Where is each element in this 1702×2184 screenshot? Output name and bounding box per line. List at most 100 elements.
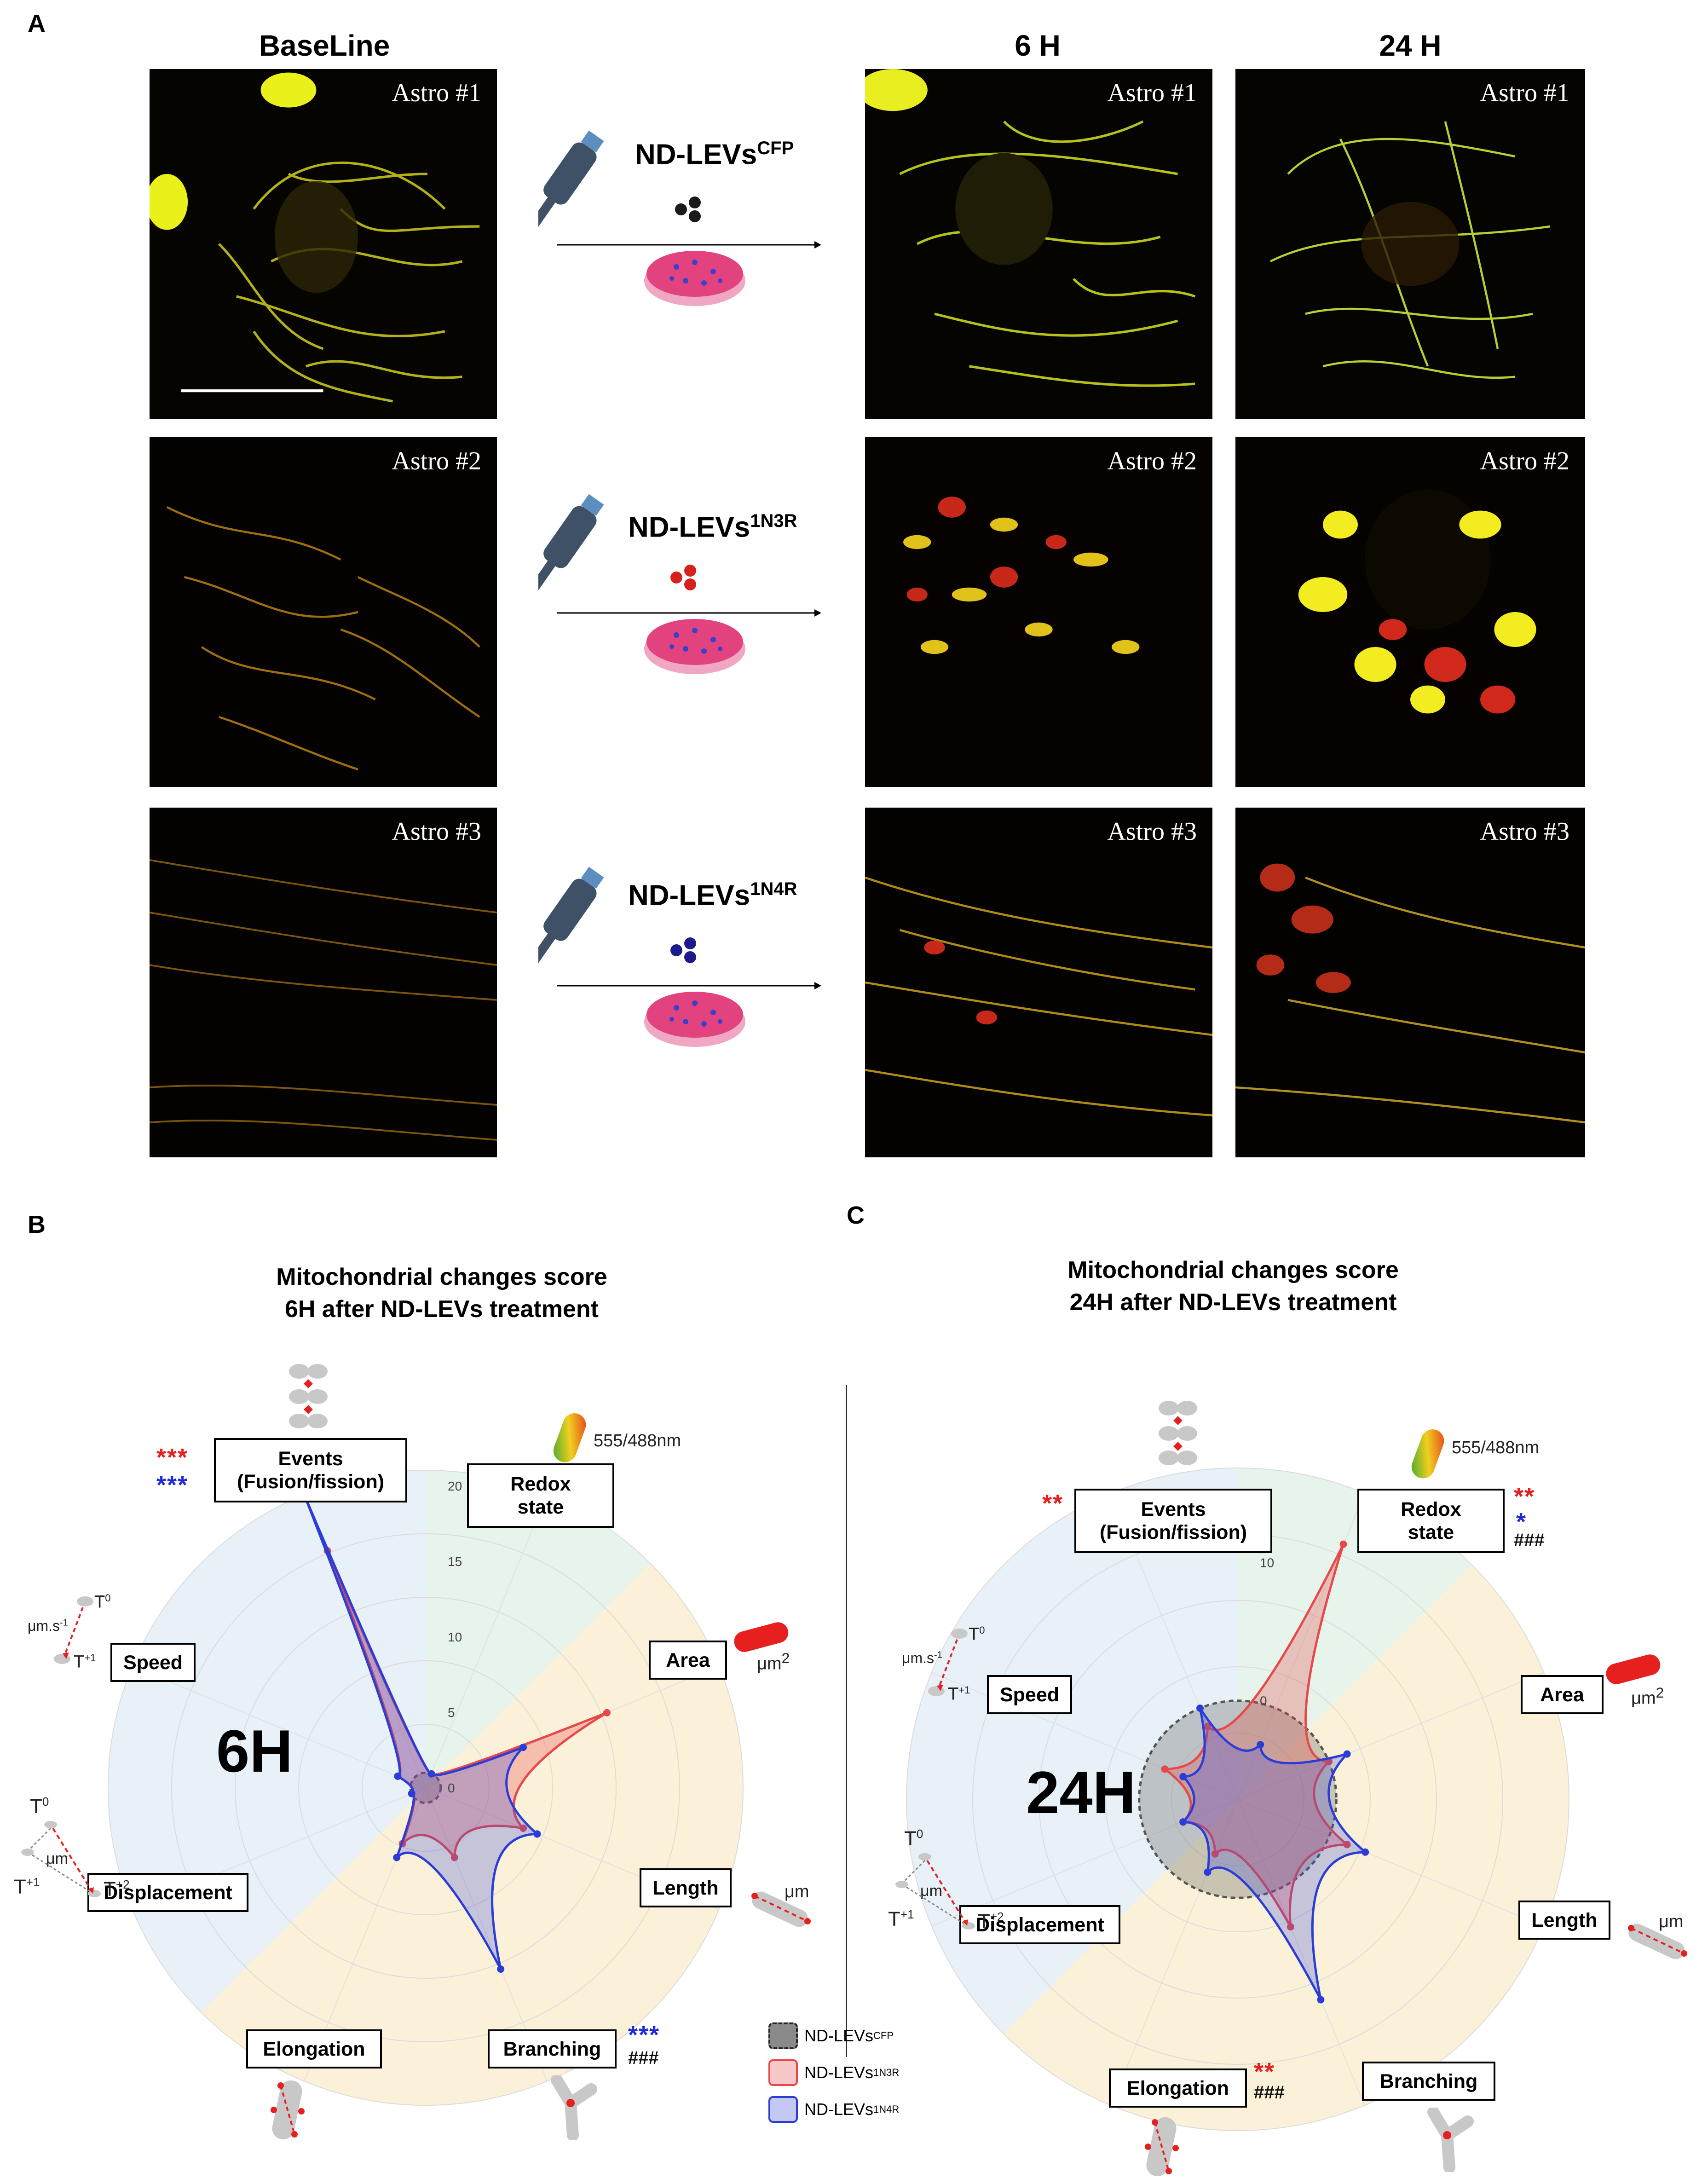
radar-point (1339, 1540, 1347, 1548)
astro-label: Astro #2 (1107, 447, 1197, 475)
axis-events: Events(Fusion/fission) (214, 1438, 407, 1502)
significance-stars-red: ** (1514, 1483, 1535, 1510)
radar-point (1257, 1741, 1264, 1749)
radar-gridline (1171, 1733, 1304, 1866)
radar-spoke (1237, 1672, 1544, 1800)
radar-point (450, 1854, 458, 1861)
radar-tick-label: 0 (1260, 1694, 1267, 1708)
axis-label-line: Events (278, 1448, 343, 1470)
panel-a-letter: A (28, 10, 46, 37)
legend-text: ND-LEVs (804, 2026, 874, 2045)
t-text: T (978, 1910, 990, 1933)
significance-hashes: ### (1254, 2082, 1285, 2103)
radar-sector (906, 1565, 1238, 1799)
radar-point (1204, 1722, 1212, 1730)
treatment-main: ND-LEVs (635, 139, 757, 171)
astro-label: Astro #3 (1107, 817, 1197, 846)
significance-hashes: ### (1514, 1530, 1545, 1550)
axis-label-line: Redox (510, 1473, 571, 1495)
micrograph-row2-6h: Astro #2 (865, 437, 1212, 787)
radar-tick-label: 0 (448, 1781, 455, 1795)
significance-stars-blue: * (1516, 1508, 1527, 1536)
axis-label-line: Events (1141, 1498, 1206, 1520)
unit-sup: -1 (59, 1618, 68, 1628)
six-hour-header: 6 H (1015, 29, 1061, 62)
micro-texture (865, 69, 1212, 419)
radar-spoke (425, 1494, 548, 1788)
treatment-illustration-1n4r (525, 861, 837, 1063)
t-text: T (948, 1684, 959, 1704)
radar-gridline (298, 1660, 553, 1915)
hour-label-6h: 6H (216, 1717, 293, 1785)
micrograph-row1-6h: Astro #1 (865, 69, 1212, 419)
t-text: T (94, 1592, 105, 1612)
t-text: T (904, 1827, 917, 1850)
radar-spoke (132, 1666, 426, 1788)
axis-label-line: Redox (1401, 1498, 1461, 1520)
micro-texture (150, 69, 497, 419)
t-sup: 0 (105, 1592, 111, 1604)
title-line1: Mitochondrial changes score (276, 1264, 607, 1290)
disp-t0: T0 (904, 1827, 923, 1850)
significance-stars-red: ** (1254, 2058, 1275, 2086)
radar-point (1287, 1923, 1294, 1931)
t-text: T (14, 1875, 26, 1898)
axis-label-line: (Fusion/fission) (237, 1471, 385, 1493)
radar-sector (108, 1563, 426, 1788)
area-mito-icon (1606, 1654, 1661, 1684)
radar-gridline (171, 1533, 680, 2042)
radar-sector (426, 1788, 650, 2105)
branching-mito-icon (1427, 2108, 1474, 2172)
title-line1: Mitochondrial changes score (1067, 1257, 1399, 1283)
unit-text: μm (757, 1654, 782, 1674)
radar-point (497, 1965, 505, 1973)
micrograph-row1-24h: Astro #1 (1235, 69, 1585, 419)
radar-gridline (235, 1597, 617, 1979)
treatment-illustration-1n3r (525, 488, 837, 690)
legend-swatch (768, 2096, 798, 2123)
radar-sector (201, 1788, 426, 2105)
fusion-fission-icon (289, 1364, 328, 1428)
legend-sup: 1N4R (873, 2103, 900, 2115)
significance-stars-blue: *** (156, 1471, 189, 1499)
radar-point (519, 1824, 527, 1832)
radar-point (1179, 1818, 1187, 1826)
radar-gridline (1039, 1600, 1437, 1999)
radar-sector (1003, 1799, 1238, 2131)
legend-text: ND-LEVs (804, 2100, 874, 2119)
speed-icon (928, 1629, 968, 1696)
treatment-label-cfp: ND-LEVsCFP (635, 138, 794, 171)
redox-probe-icon (1411, 1429, 1444, 1479)
axis-label-line: state (517, 1496, 564, 1518)
axis-events: Events(Fusion/fission) (1074, 1489, 1272, 1553)
radar-tick-label: 5 (448, 1705, 455, 1720)
wavelength-label: 555/488nm (1452, 1438, 1540, 1457)
radar-series-1n4r (1182, 1707, 1367, 2001)
micrograph-row3-24h: Astro #3 (1235, 808, 1585, 1157)
treatment-main: ND-LEVs (628, 511, 750, 543)
radar-sector (426, 1470, 650, 1788)
axis-elongation: Elongation (246, 2029, 382, 2068)
radar-point (1204, 1868, 1212, 1876)
radar-sector (426, 1563, 743, 1788)
radar-point (519, 1744, 527, 1751)
micrograph-row3-6h: Astro #3 (865, 808, 1212, 1157)
treatment-label-1n4r: ND-LEVs1N4R (628, 879, 797, 912)
unit-text: μm (1631, 1688, 1656, 1708)
radar-point (1362, 1848, 1369, 1856)
micrograph-row3-baseline: Astro #3 (150, 808, 497, 1157)
area-unit: μm2 (1631, 1684, 1664, 1709)
t-sup: +1 (26, 1875, 40, 1889)
treatment-label-1n3r: ND-LEVs1N3R (628, 511, 797, 544)
disp-unit: μm (46, 1850, 68, 1867)
hour-label-24h: 24H (1026, 1759, 1136, 1826)
astro-label: Astro #3 (392, 817, 481, 846)
t-sup: +1 (958, 1684, 970, 1696)
t-sup: 0 (916, 1827, 923, 1841)
twentyfour-hour-header: 24 H (1379, 29, 1442, 62)
speed-t1: T+1 (74, 1652, 96, 1672)
length-mito-icon (751, 1891, 811, 1927)
axis-length: Length (640, 1868, 732, 1907)
